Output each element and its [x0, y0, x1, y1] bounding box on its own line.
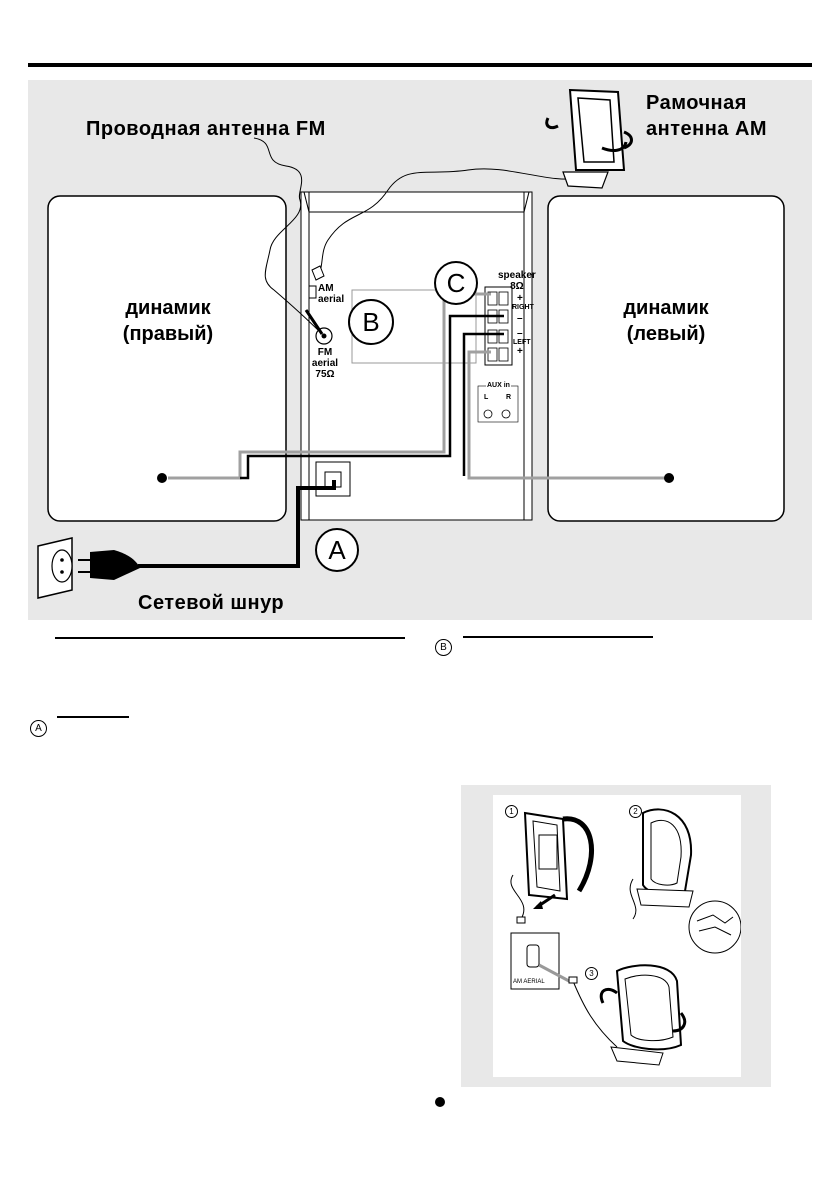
speaker-left-terminal-dot — [664, 473, 674, 483]
inset-step-2: 2 — [629, 805, 642, 818]
wall-socket — [37, 537, 73, 599]
inset-step-3: 3 — [585, 967, 598, 980]
speaker-left-box — [547, 195, 785, 522]
am-aerial-label: AM aerial — [318, 283, 345, 305]
power-cord-wire — [138, 480, 336, 568]
right-plus-label: + — [517, 293, 523, 304]
aux-l-label: L — [484, 394, 489, 401]
speaker-right-terminal-dot — [157, 473, 167, 483]
fm-aerial-label: FM aerial 75Ω — [311, 347, 339, 380]
callout-c: C — [434, 261, 478, 305]
right-minus-label: – — [517, 313, 523, 324]
speaker-right-label: динамик (правый) — [122, 297, 214, 345]
left-plus-label: + — [517, 346, 523, 357]
callout-b: B — [348, 299, 394, 345]
callout-a: A — [315, 528, 359, 572]
ac-inlet — [315, 461, 351, 497]
section-marker-a: A — [30, 720, 47, 737]
power-plug — [78, 550, 140, 580]
section-heading-rule-left — [55, 637, 405, 639]
top-rule — [28, 63, 812, 67]
left-channel-label: LEFT — [513, 339, 531, 346]
diagram-drawing — [37, 88, 785, 599]
speaker-right-box — [47, 195, 287, 522]
inset-panel: 1 2 3 AM AERIAL — [493, 795, 741, 1077]
am-wire — [317, 168, 581, 277]
connection-diagram: Проводная антенна FM Рамочная антенна AM… — [28, 80, 812, 620]
aux-in-label: AUX in — [486, 382, 511, 389]
am-loop-antenna — [545, 88, 633, 189]
inset-step-1: 1 — [505, 805, 518, 818]
section-heading-rule-b — [463, 636, 653, 638]
right-channel-label: RIGHT — [512, 304, 534, 311]
am-loop-label-line1: Рамочная — [646, 92, 747, 114]
inset-drawing — [510, 808, 741, 1066]
speaker-impedance-label: speaker 8Ω — [498, 270, 536, 292]
fm-wire-label: Проводная антенна FM — [86, 118, 326, 140]
am-loop-label-line2: антенна AM — [646, 118, 768, 140]
speaker-right-wire-black — [240, 314, 504, 480]
fm-wire — [253, 137, 323, 335]
speaker-left-wire-gray — [467, 350, 669, 480]
power-cord-label: Сетевой шнур — [138, 592, 285, 614]
speaker-left-label: динамик (левый) — [623, 297, 709, 345]
bullet-dot — [435, 1097, 445, 1107]
left-minus-label: – — [517, 328, 523, 339]
aux-r-label: R — [506, 394, 512, 401]
am-antenna-assembly-inset: 1 2 3 AM AERIAL — [461, 785, 771, 1087]
section-marker-b: B — [435, 639, 452, 656]
section-heading-rule-a — [57, 716, 129, 718]
inset-am-aerial-label: AM AERIAL — [513, 979, 545, 985]
